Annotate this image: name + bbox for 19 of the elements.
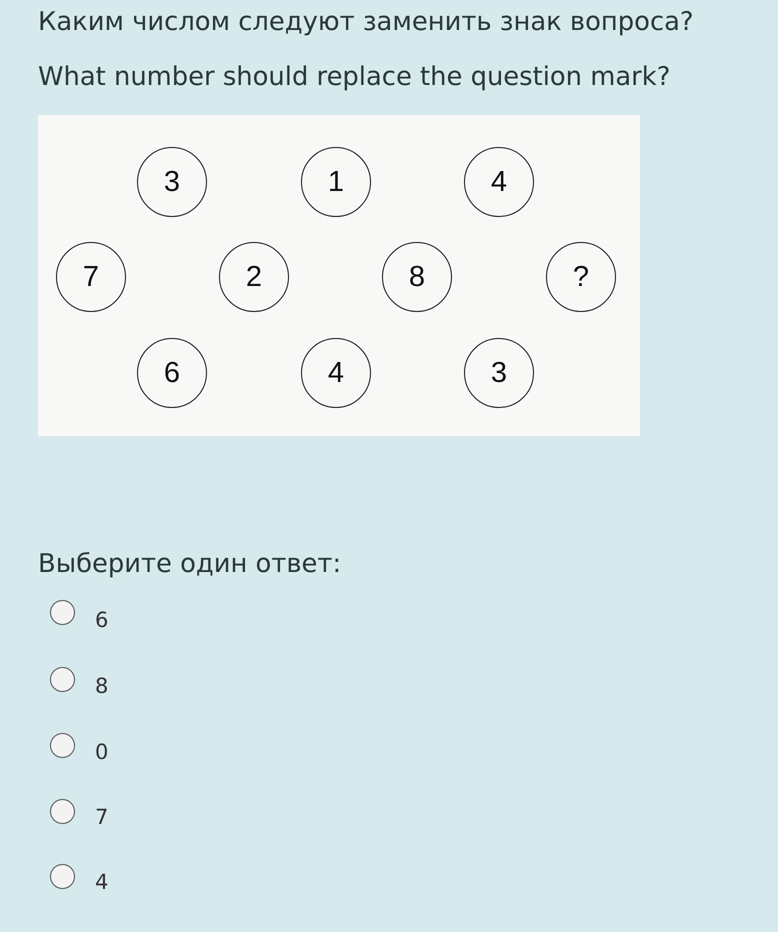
puzzle-panel [38,115,640,436]
number-circle: 4 [464,147,534,217]
question-text: What number should replace the question mark? [38,61,670,93]
number-circle: 1 [301,147,371,217]
number-circle: 3 [137,147,207,217]
number-circle: 2 [219,242,289,312]
number-circle: 6 [137,338,207,408]
number-circle: 7 [56,242,126,312]
number-circle: ? [546,242,616,312]
answer-option: 0 [95,738,108,766]
number-circle: 4 [301,338,371,408]
number-circle: 3 [464,338,534,408]
answer-option: 7 [95,803,108,831]
answer-option: 8 [95,672,108,700]
question-text: Каким числом следуют заменить знак вопроса? [38,6,694,38]
instruction-text: Выберите один ответ: [38,548,342,580]
answer-option: 4 [95,868,108,896]
answer-option: 6 [95,606,108,634]
number-circle: 8 [382,242,452,312]
